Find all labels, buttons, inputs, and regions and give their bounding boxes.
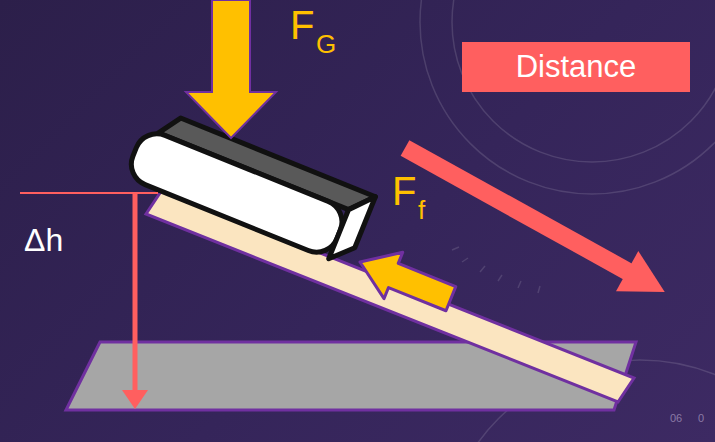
block-front-face — [125, 127, 349, 259]
force-symbol: F — [290, 2, 314, 48]
distance-arrow — [394, 128, 676, 312]
force-subscript: f — [418, 196, 425, 226]
gravity-arrow — [186, 0, 276, 138]
block-end-face — [329, 189, 376, 266]
arrow-head — [616, 251, 676, 312]
force-symbol: F — [392, 168, 416, 214]
height-label: Δh — [24, 222, 63, 259]
force-subscript: G — [316, 30, 336, 60]
friction-arrow — [351, 239, 461, 322]
height-arrow-shaft — [133, 193, 138, 392]
arrow-shaft — [401, 140, 639, 283]
distance-box: Distance — [462, 42, 690, 92]
height-arrow-head — [122, 390, 148, 409]
force-arrow — [186, 0, 276, 138]
background-arc — [420, 0, 715, 194]
background-arc — [452, 0, 715, 162]
ruler-number: 06 — [670, 412, 682, 425]
eraser-block — [125, 107, 376, 266]
ruler-number: 0 — [698, 412, 704, 425]
inclined-plane — [146, 190, 634, 402]
node-label: Distance — [516, 49, 637, 85]
force-arrow — [351, 239, 461, 322]
ruler-ticks — [452, 247, 540, 293]
height-marker — [20, 193, 158, 409]
